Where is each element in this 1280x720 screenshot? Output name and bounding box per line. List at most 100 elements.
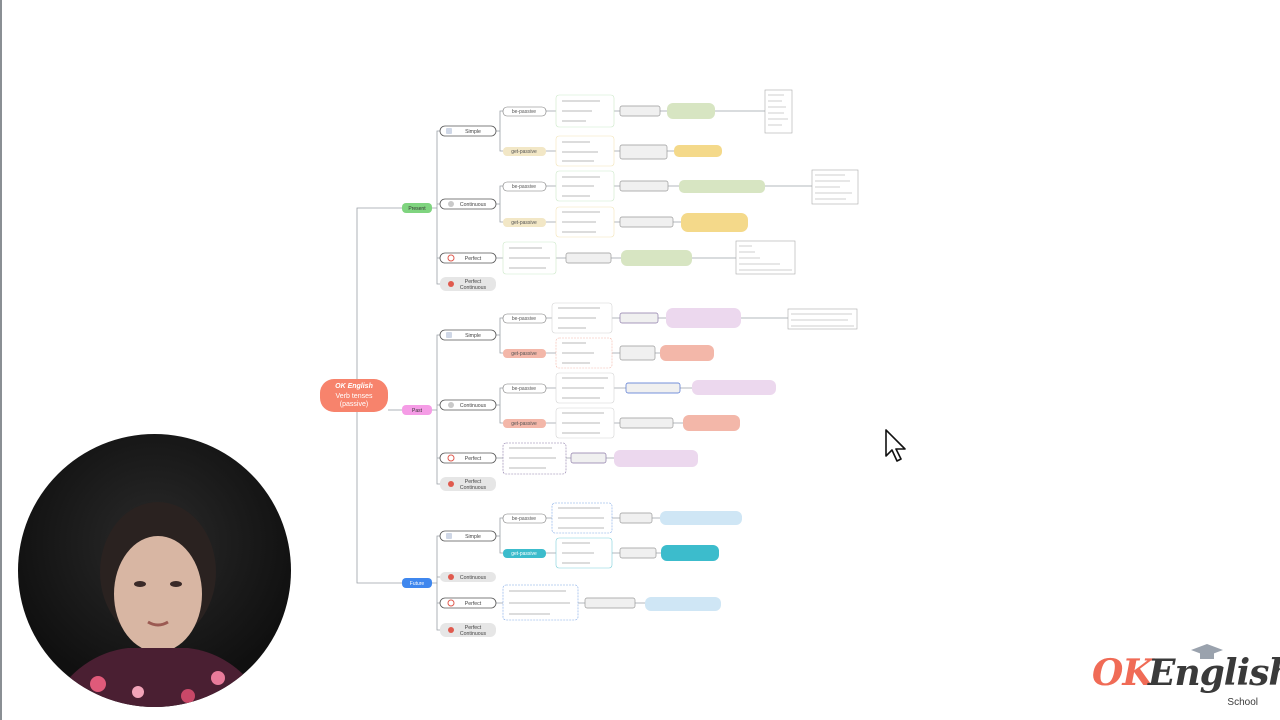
voice-be-passive[interactable]: be-passive [502, 181, 547, 192]
note-boxes [614, 103, 776, 611]
note-box [683, 415, 740, 431]
presenter-webcam [18, 434, 291, 707]
tense-label: Perfect [465, 456, 482, 462]
formula-box [625, 382, 681, 394]
note-box [660, 511, 742, 525]
tense-label: Continuous [460, 202, 487, 208]
formula-box [584, 597, 636, 609]
root-title: OK English [335, 383, 373, 390]
side-list-text-lines [739, 94, 854, 327]
tense-label: Perfect [465, 256, 482, 262]
tense-continuous-present[interactable]: Continuous [439, 198, 497, 210]
tense-simple-present[interactable]: Simple [439, 125, 497, 137]
root-node[interactable]: OK English Verb tenses (passive) [320, 379, 388, 412]
tense-perfect-continuous-present[interactable]: Perfect Continuous [440, 277, 496, 291]
side-list-boxes [735, 89, 859, 330]
formula-box [619, 547, 657, 559]
note-box [674, 145, 722, 157]
formula-box [619, 216, 674, 228]
example-text-lines [509, 100, 608, 615]
target-icon [447, 454, 455, 462]
graduation-cap-icon [1191, 644, 1223, 659]
tense-perfect-present[interactable]: Perfect [439, 252, 497, 264]
voice-get-passive[interactable]: get-passive [503, 147, 546, 156]
voice-get-passive[interactable]: get-passive [503, 349, 546, 358]
tense-label-line1: Perfect [465, 625, 482, 631]
voice-label: be-passive [512, 316, 536, 322]
tense-label-line2: Continuous [460, 631, 487, 637]
note-box [667, 103, 715, 119]
side-list-box [764, 89, 793, 134]
voice-nodes: be-passive get-passive be-passive get-pa… [502, 106, 547, 558]
note-box [645, 597, 721, 611]
voice-label: be-passive [512, 516, 536, 522]
book-icon [446, 533, 452, 539]
tense-perfect-future[interactable]: Perfect [439, 597, 497, 609]
tense-label-line2: Continuous [460, 285, 487, 291]
formula-box [619, 512, 653, 524]
cross-icon [448, 574, 454, 580]
voice-label: get-passive [511, 421, 537, 427]
cross-icon [448, 627, 454, 633]
time-label-present: Present [408, 206, 426, 212]
mindmap-connectors [356, 110, 812, 631]
voice-be-passive[interactable]: be-passive [502, 513, 547, 524]
time-label-past: Past [412, 408, 423, 414]
voice-label: be-passive [512, 386, 536, 392]
time-label-future: Future [410, 581, 425, 587]
ok-english-logo: OK English School [1092, 644, 1280, 708]
note-box [621, 250, 692, 266]
formula-box [619, 105, 661, 117]
time-node-past[interactable]: Past [402, 405, 432, 415]
voice-get-passive[interactable]: get-passive [503, 549, 546, 558]
tense-simple-future[interactable]: Simple [439, 530, 497, 542]
tense-continuous-past[interactable]: Continuous [439, 399, 497, 411]
presenter-portrait [48, 502, 268, 707]
left-edge-line [0, 0, 2, 720]
note-box [679, 180, 765, 193]
note-box [660, 345, 714, 361]
book-icon [446, 332, 452, 338]
mouse-cursor-icon [885, 429, 906, 462]
formula-box [619, 144, 668, 160]
logo-ok: OK [1092, 652, 1154, 694]
tense-continuous-future[interactable]: Continuous [440, 572, 496, 582]
gears-icon [448, 402, 454, 408]
formula-box [570, 452, 607, 464]
time-node-present[interactable]: Present [402, 203, 432, 213]
tense-label: Simple [465, 333, 481, 339]
tense-label-line1: Perfect [465, 479, 482, 485]
voice-label: get-passive [511, 149, 537, 155]
root-label-line2: (passive) [340, 401, 368, 408]
tense-perfect-past[interactable]: Perfect [439, 452, 497, 464]
tense-perfect-continuous-future[interactable]: Perfect Continuous [440, 623, 496, 637]
formula-box [619, 417, 674, 429]
tense-label-line2: Continuous [460, 485, 487, 491]
tense-label: Continuous [460, 575, 487, 581]
formula-box [619, 345, 656, 361]
formula-box [619, 312, 659, 324]
cross-icon [448, 481, 454, 487]
voice-be-passive[interactable]: be-passive [502, 106, 547, 117]
tense-perfect-continuous-past[interactable]: Perfect Continuous [440, 477, 496, 491]
note-box [661, 545, 719, 561]
target-icon [447, 599, 455, 607]
tense-simple-past[interactable]: Simple [439, 329, 497, 341]
examples-box [555, 135, 615, 167]
voice-label: get-passive [511, 551, 537, 557]
voice-get-passive[interactable]: get-passive [503, 218, 546, 227]
formula-box [619, 180, 669, 192]
cross-icon [448, 281, 454, 287]
formula-boxes [565, 105, 681, 609]
note-box [692, 380, 776, 395]
voice-be-passive[interactable]: be-passive [502, 313, 547, 324]
gears-icon [448, 201, 454, 207]
voice-get-passive[interactable]: get-passive [503, 419, 546, 428]
time-node-future[interactable]: Future [402, 578, 432, 588]
root-label-line1: Verb tenses [336, 393, 373, 400]
note-box [681, 213, 748, 232]
tense-label: Continuous [460, 403, 487, 409]
logo-school: School [1227, 697, 1258, 708]
voice-be-passive[interactable]: be-passive [502, 383, 547, 394]
